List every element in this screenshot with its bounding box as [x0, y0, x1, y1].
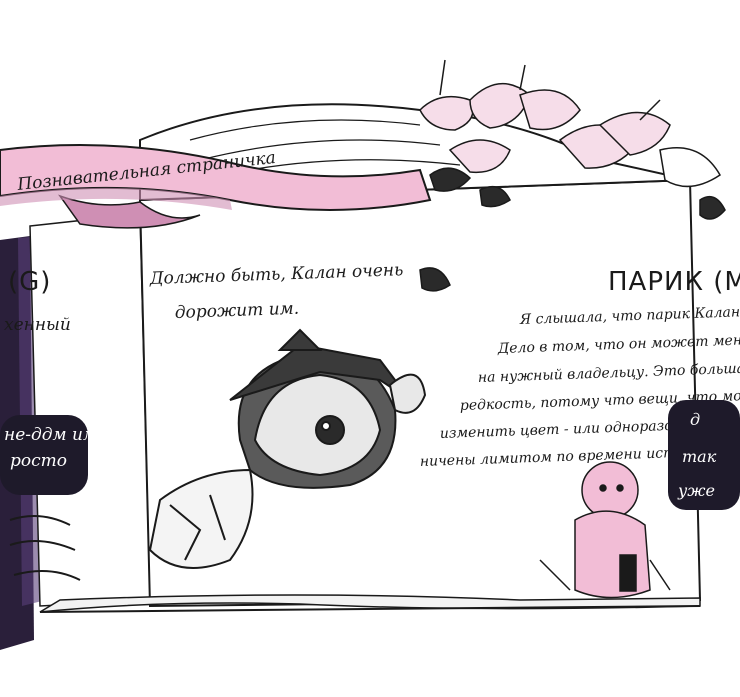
left-page-line-3: росто [10, 451, 67, 471]
ribbon-fold [58, 194, 201, 229]
book-spine-line [39, 605, 701, 613]
left-dark-bubble [0, 415, 88, 495]
right-edge-line-1: д [690, 410, 700, 429]
left-page-line-2: не-ддм им [4, 425, 97, 445]
lily-flowers-icon [419, 59, 726, 292]
pink-doll-icon [539, 461, 671, 599]
chibi-character-icon [148, 328, 427, 569]
left-scribbles [9, 515, 81, 581]
ribbon-shadow [0, 187, 232, 210]
right-dark-bubble [668, 400, 740, 510]
left-page-title: (G) [8, 267, 51, 297]
speech-line-2: дорожит им. [174, 299, 299, 323]
left-page-line-1: хенный [4, 315, 71, 335]
right-edge-line-2: так [682, 447, 717, 466]
right-edge-line-3: уже [677, 481, 715, 500]
right-page-title: ПАРИК (М [608, 267, 740, 297]
